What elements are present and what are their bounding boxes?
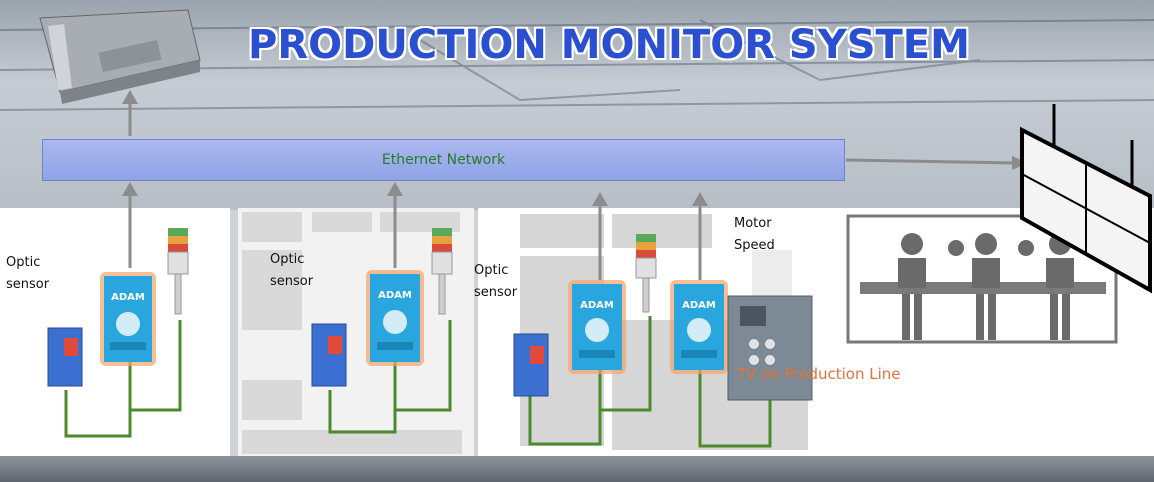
- optic-sensor-label-2: Optic sensor: [270, 252, 314, 289]
- signal-tower-icon: [635, 234, 657, 313]
- adam-module-icon: ADAM: [100, 272, 156, 366]
- vfd-drive-icon: [727, 295, 813, 401]
- floor-background: [0, 456, 1154, 482]
- workers-icon: [846, 214, 1118, 344]
- ethernet-network-label: Ethernet Network: [381, 152, 506, 168]
- tv-screen-icon: [1020, 104, 1152, 294]
- optic-sensor-icon: [513, 333, 549, 397]
- module-brand: ADAM: [682, 300, 716, 311]
- panel-2-blocks: [242, 212, 462, 454]
- signal-tower-icon: [167, 228, 189, 315]
- station-arrow-heads: [122, 182, 708, 206]
- adam-module-icon: ADAM: [670, 280, 728, 374]
- tv-production-line-label: TV on Production Line: [737, 365, 901, 383]
- adam-module-icon: ADAM: [568, 280, 626, 374]
- optic-sensor-label-3: Optic sensor: [474, 263, 518, 300]
- tv-link-arrow: [845, 158, 1016, 165]
- motor-speed-label: Motor Speed: [734, 216, 775, 253]
- module-brand: ADAM: [111, 292, 145, 303]
- module-brand: ADAM: [580, 300, 614, 311]
- adam-module-icon: ADAM: [366, 270, 424, 366]
- optic-sensor-icon: [47, 327, 83, 387]
- signal-tower-icon: [431, 228, 453, 315]
- wiring: [64, 316, 772, 448]
- optic-sensor-label-1: Optic sensor: [6, 255, 50, 292]
- module-brand: ADAM: [378, 290, 412, 301]
- optic-sensor-icon: [311, 323, 347, 387]
- station-uplink-arrows: [128, 196, 702, 280]
- ethernet-network-bar: Ethernet Network: [42, 139, 845, 181]
- industrial-pc-icon: [39, 9, 201, 104]
- page-title: PRODUCTION MONITOR SYSTEM: [248, 22, 970, 68]
